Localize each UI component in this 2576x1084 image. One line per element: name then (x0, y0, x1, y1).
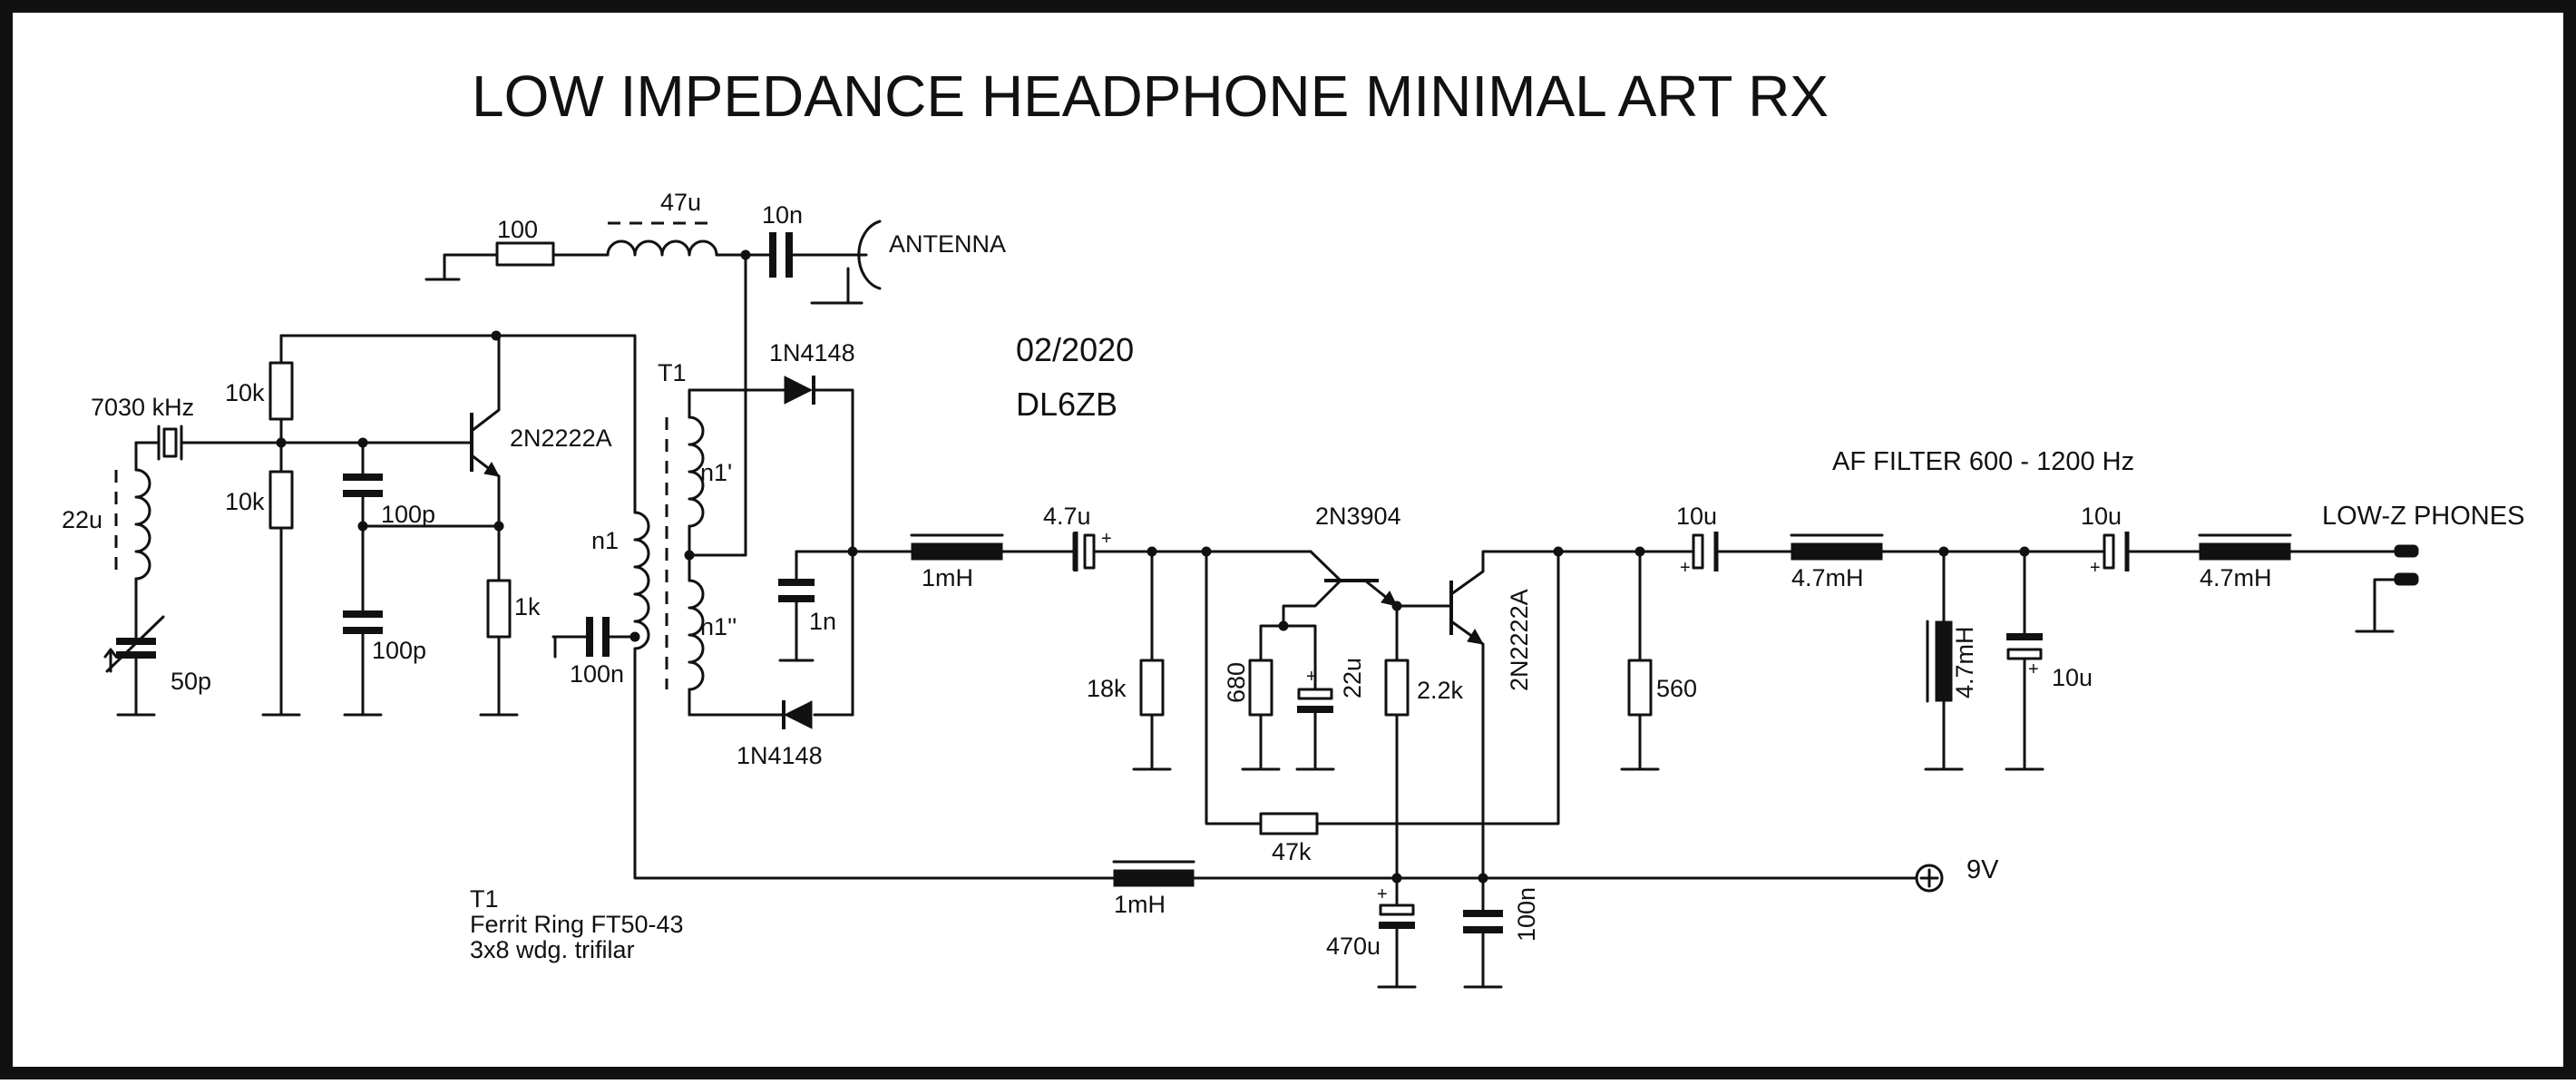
label-c-100n: 100n (1513, 887, 1540, 942)
label-q-af2: 2N2222A (1506, 589, 1533, 691)
diagram-title: LOW IMPEDANCE HEADPHONE MINIMAL ART RX (472, 63, 1829, 129)
af-amplifier-section: 1mH 4.7u + 18k 47k 2N3904 680 (851, 503, 1564, 884)
antenna-label: ANTENNA (889, 230, 1006, 258)
output-label: LOW-Z PHONES (2322, 502, 2524, 531)
capacitor-470u (1379, 903, 1415, 916)
label-l-f2: 4.7mH (1951, 626, 1978, 698)
label-l-ant: 47u (660, 189, 701, 216)
label-c-fb1: 100p (381, 501, 435, 528)
label-l-f1: 4.7mH (1791, 564, 1864, 591)
label-l-supply: 1mH (1114, 891, 1166, 918)
output-jack-sleeve (2394, 572, 2419, 586)
label-r-18k: 18k (1087, 675, 1127, 702)
label-c-470u: 470u (1326, 933, 1381, 960)
choke-1mh (911, 542, 1003, 561)
label-l-rf: 1mH (922, 564, 973, 591)
af-filter-section: 560 10u + 4.7mH 4.7mH + 10u 10u + (1556, 503, 2419, 771)
capacitor-10n (769, 232, 793, 278)
label-c-22u: 22u (1339, 658, 1366, 698)
label-q-osc: 2N2222A (510, 425, 612, 452)
label-l-f3: 4.7mH (2200, 564, 2272, 591)
inductor-4-7mh-2 (2199, 542, 2291, 561)
winding-n1pp (688, 579, 705, 691)
capacitor-100p-2 (343, 610, 383, 634)
label-t1-n1pp: n1'' (700, 613, 737, 640)
plus-22u: + (1306, 667, 1317, 687)
inductor-4-7mh-shunt (1935, 620, 1953, 702)
label-c-trim: 50p (171, 668, 211, 695)
diode-bottom (783, 700, 813, 729)
supply-terminal-icon (1915, 864, 1944, 893)
resistor-2-2k (1384, 659, 1410, 717)
diode-top (784, 376, 814, 405)
choke-supply-1mh (1113, 869, 1195, 887)
winding-n1p (688, 415, 705, 528)
label-c-fb2: 100p (372, 637, 426, 664)
note-t1: T1 (470, 885, 499, 913)
capacitor-100n-supply (1463, 910, 1503, 933)
mixer-section: n1 100n T1 n1' n1'' 1N4148 1N4148 (551, 339, 1917, 880)
supply-section: 1mH + 470u 100n 9V (1112, 855, 1999, 989)
label-q-af1: 2N3904 (1315, 503, 1401, 530)
label-r-47k: 47k (1272, 838, 1312, 865)
author-label: DL6ZB (1016, 386, 1117, 423)
plus-10u-shunt: + (2028, 659, 2039, 679)
note-core: Ferrit Ring FT50-43 (470, 911, 684, 938)
resistor-680 (1248, 659, 1273, 717)
resistor-1k (486, 579, 512, 639)
plus-470u: + (1377, 884, 1388, 904)
capacitor-100n-bypass (586, 617, 610, 657)
label-c-f1: 10u (2052, 664, 2093, 691)
output-jack-tip (2394, 544, 2419, 558)
note-winding: 3x8 wdg. trifilar (470, 936, 635, 963)
label-crystal: 7030 kHz (91, 394, 194, 421)
label-c-cpl1: 4.7u (1043, 503, 1091, 530)
capacitor-100p-1 (343, 474, 383, 497)
label-r-bias-top: 10k (225, 379, 265, 406)
resistor-560 (1627, 659, 1653, 717)
af-filter-label: AF FILTER 600 - 1200 Hz (1832, 447, 2134, 476)
label-r-bias-bot: 10k (225, 488, 265, 515)
inductor-47u (606, 239, 718, 257)
resistor-18k (1139, 659, 1165, 717)
inductor-22u (134, 468, 151, 581)
label-r-680: 680 (1223, 662, 1250, 703)
plus-sign: + (1101, 529, 1112, 549)
supply-label: 9V (1966, 855, 1999, 884)
winding-n1 (633, 511, 650, 650)
capacitor-10u-2 (2103, 533, 2115, 570)
label-c-mix: 1n (809, 608, 836, 635)
label-t1: T1 (658, 359, 687, 386)
date-label: 02/2020 (1016, 331, 1134, 368)
antenna-section: 100 47u 10n ANTENNA (424, 189, 1006, 557)
capacitor-1n (778, 579, 815, 602)
resistor-100 (495, 241, 555, 267)
label-t1-n1p: n1' (700, 459, 732, 486)
label-c-cpl2: 10u (1676, 503, 1717, 530)
label-r-560: 560 (1656, 675, 1697, 702)
label-d-top: 1N4148 (769, 339, 855, 366)
label-l-osc: 22u (62, 506, 102, 533)
label-t1-n1: n1 (591, 527, 619, 554)
resistor-10k-top (268, 361, 294, 421)
label-c-ant: 10n (762, 201, 803, 229)
label-r-ant: 100 (497, 216, 538, 243)
label-r-22k: 2.2k (1417, 677, 1464, 704)
label-r-emit: 1k (514, 593, 541, 620)
plus-10u-2: + (2090, 558, 2101, 578)
capacitor-10u-1 (1692, 533, 1704, 570)
resistor-47k (1259, 812, 1319, 835)
inductor-4-7mh-1 (1791, 542, 1883, 561)
label-d-bot: 1N4148 (737, 742, 823, 769)
label-c-bypass: 100n (570, 660, 624, 688)
resistor-10k-bottom (268, 470, 294, 530)
oscillator-section: 10k 10k 7030 kHz 22u 50p 100p 1 (62, 330, 637, 717)
label-c-cpl3: 10u (2081, 503, 2122, 530)
plus-10u-1: + (1680, 558, 1691, 578)
